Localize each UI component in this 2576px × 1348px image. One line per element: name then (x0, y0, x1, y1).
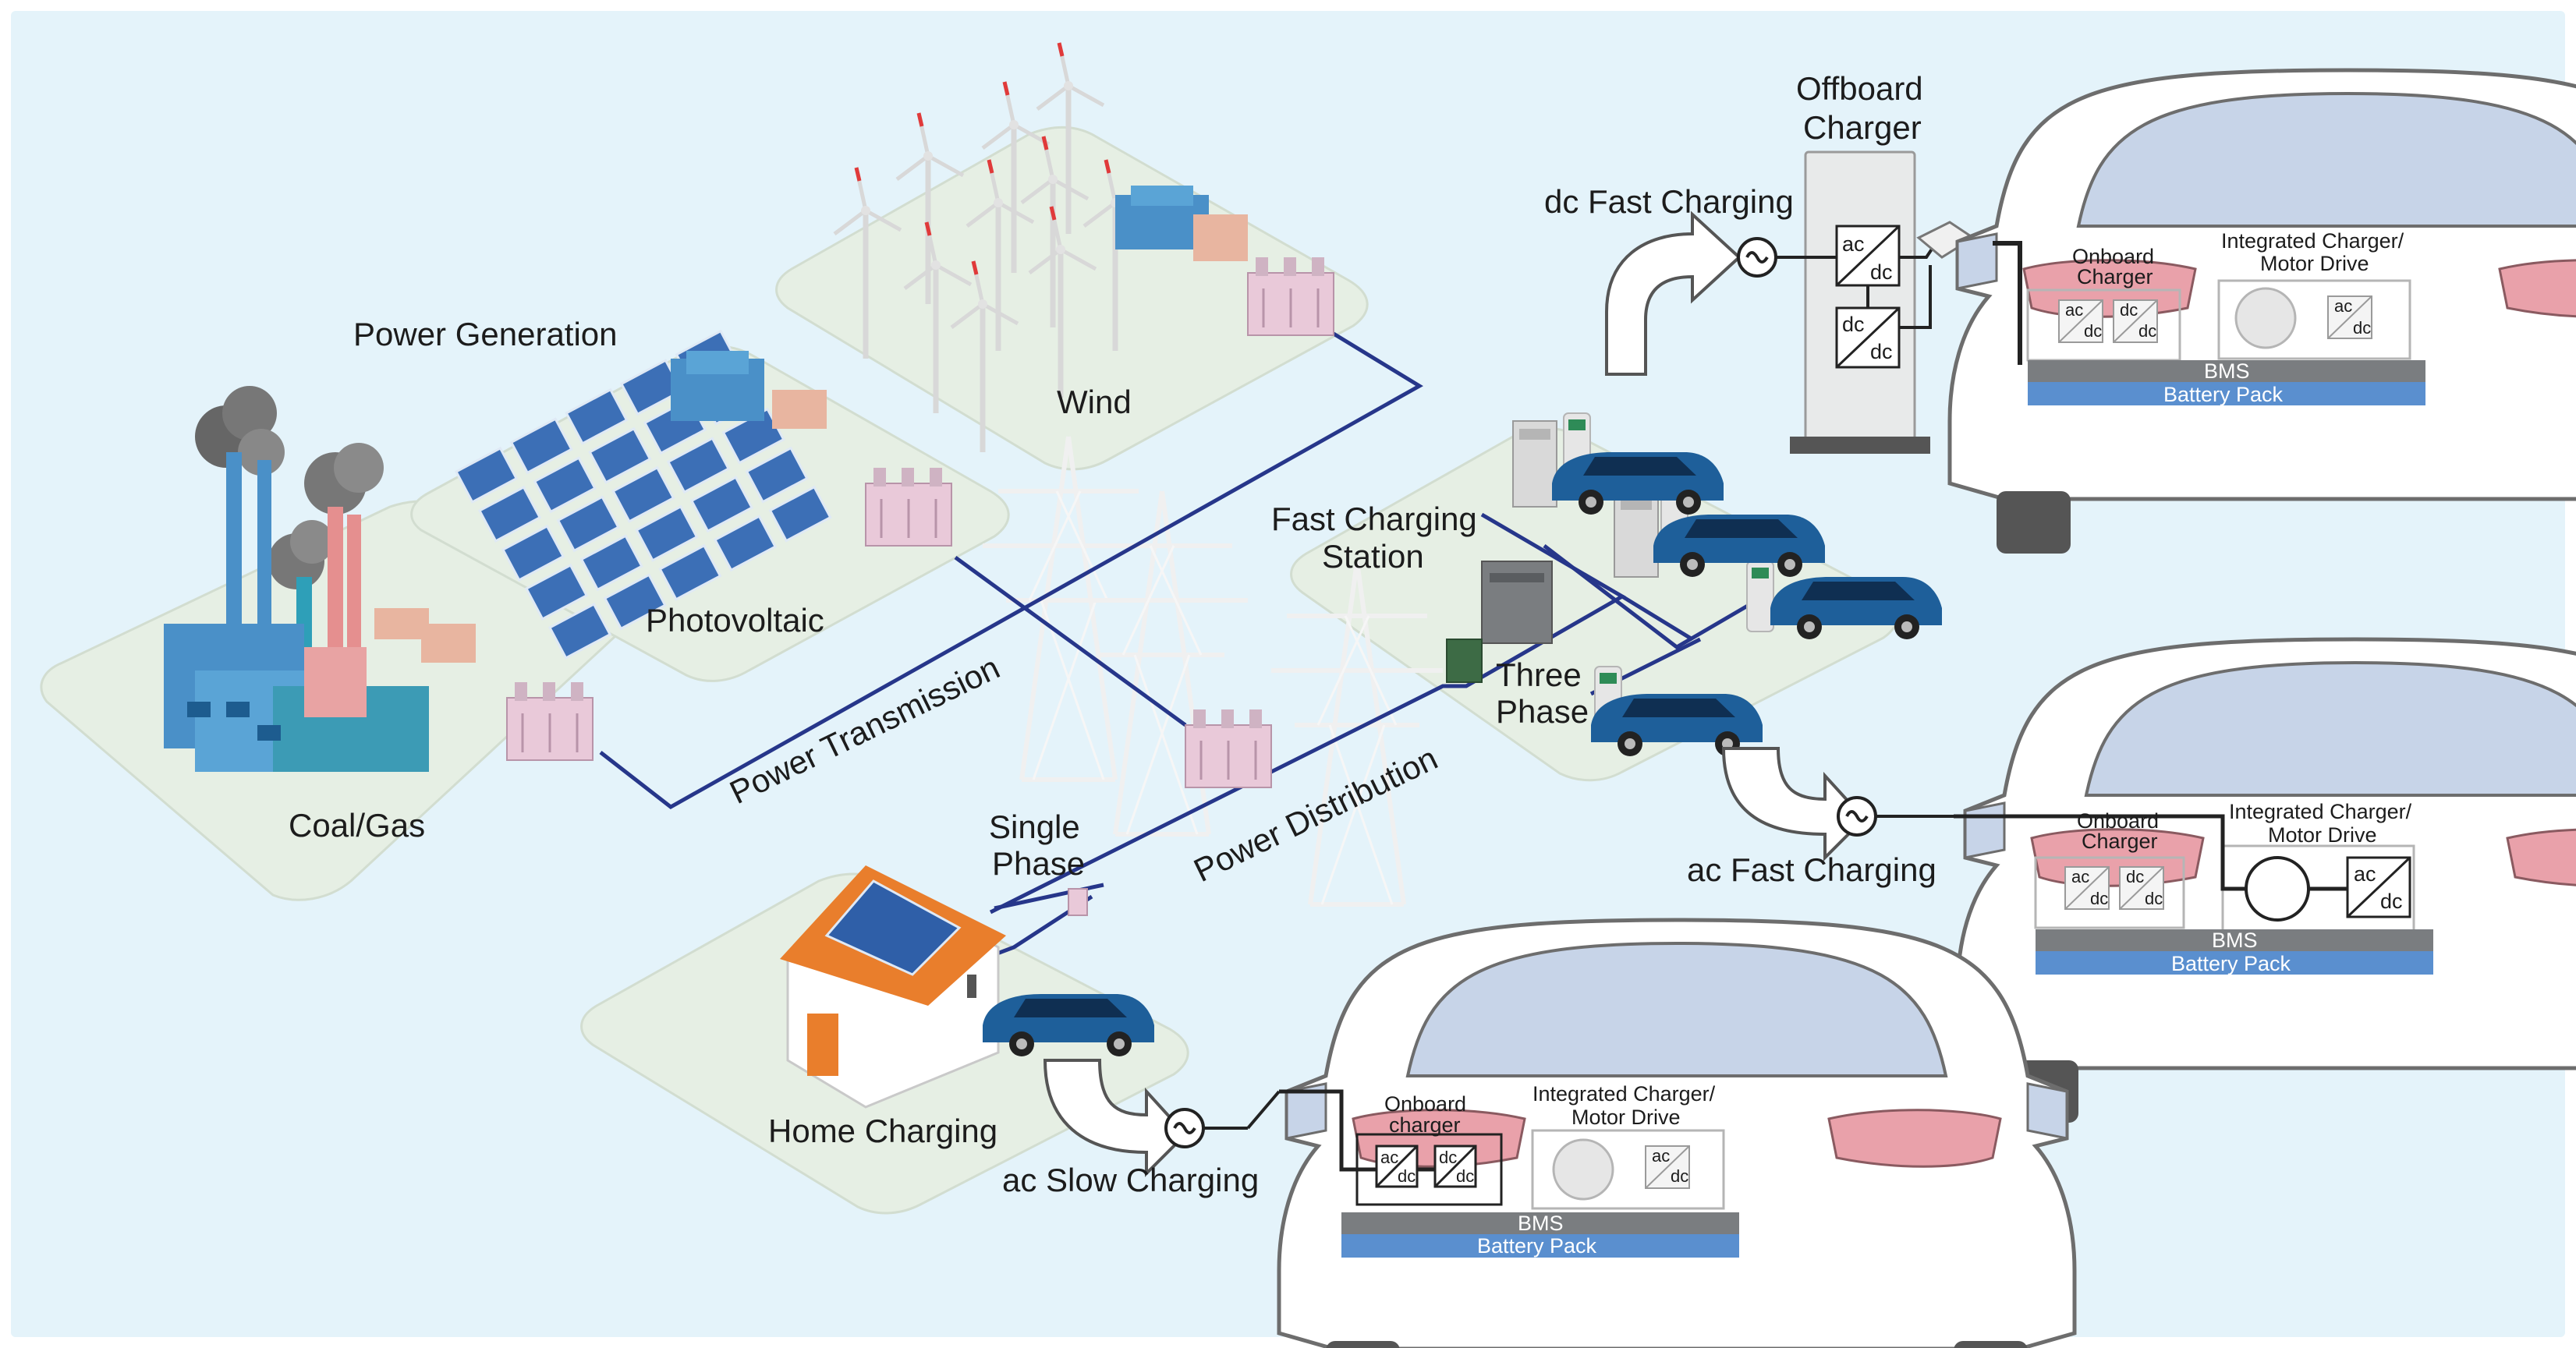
converter-ac-label: ac (1842, 232, 1865, 256)
converter-dc-label: dc (2138, 321, 2156, 341)
fast-charging-station-label-line1: Fast Charging (1271, 501, 1477, 537)
battery-pack-label: Battery Pack (1477, 1234, 1597, 1258)
converter-dc-label: dc (2145, 889, 2163, 908)
ac-fast-charging-label: ac Fast Charging (1687, 851, 1936, 888)
bms-label: BMS (1518, 1212, 1564, 1235)
car-middle-powertrain (1954, 814, 2433, 975)
converter-dc-label: dc (2084, 321, 2102, 341)
substation-wind (1246, 256, 1335, 337)
photovoltaic-label: Photovoltaic (646, 602, 824, 639)
car-bottom-labels: Onboard charger Integrated Charger/ Moto… (1384, 1082, 1716, 1258)
single-phase-label-line1: Single (989, 808, 1080, 845)
converter-dc-label: dc (1870, 340, 1893, 363)
converter-dc-label: dc (1456, 1166, 1474, 1186)
integrated-charger-label-line2: Motor Drive (2260, 252, 2369, 275)
integrated-charger-label-line1: Integrated Charger/ (2229, 800, 2412, 823)
onboard-charger-label-line2: Charger (2082, 830, 2158, 853)
offboard-charger-label-line2: Charger (1803, 109, 1922, 146)
home-charging-label: Home Charging (768, 1113, 997, 1149)
car-top-labels: Onboard Charger Integrated Charger/ Moto… (2072, 229, 2404, 406)
wind-buildings (1115, 186, 1248, 261)
offboard-ac-dc-converter: ac dc (1835, 225, 1901, 287)
converter-dc-label: dc (2380, 890, 2403, 913)
offboard-dc-dc-converter: dc dc (1835, 306, 1901, 369)
onboard-charger-label-line2: Charger (2077, 265, 2153, 288)
converter-ac-label: ac (1380, 1148, 1398, 1167)
offboard-charger-label-line1: Offboard (1796, 70, 1923, 107)
converter-dc-label: dc (1398, 1166, 1416, 1186)
coal-gas-plant (164, 386, 476, 772)
dc-fast-charging-label: dc Fast Charging (1544, 183, 1794, 220)
integrated-charger-label-line2: Motor Drive (2268, 823, 2377, 847)
onboard-charger-label-line1: Onboard (2072, 245, 2154, 268)
integrated-charger-label-line1: Integrated Charger/ (2221, 229, 2404, 253)
three-phase-label-line1: Three (1496, 656, 1582, 693)
car-bottom-powertrain (1279, 1089, 1739, 1258)
car-middle-converter-labels: ac dc dc dc ac dc (2071, 862, 2403, 913)
converter-ac-label: ac (2065, 300, 2083, 320)
battery-pack-label: Battery Pack (2163, 383, 2284, 406)
power-generation-label: Power Generation (353, 316, 618, 352)
onboard-charger-label-line2: charger (1389, 1113, 1461, 1137)
flow-arrows (1043, 211, 1866, 1177)
onboard-charger-label-line1: Onboard (1384, 1092, 1466, 1116)
car-top-powertrain (1993, 241, 2425, 405)
three-phase-label-line2: Phase (1496, 693, 1589, 730)
onboard-charger-label-line1: Onboard (2077, 809, 2159, 833)
wind-label: Wind (1057, 384, 1132, 420)
converter-dc-label: dc (2126, 867, 2144, 886)
substation-pv (864, 466, 953, 547)
converter-dc-label: dc (1439, 1148, 1457, 1167)
coal-gas-label: Coal/Gas (289, 807, 425, 844)
bms-label: BMS (2204, 359, 2250, 383)
converter-dc-label: dc (1870, 260, 1893, 284)
converter-ac-label: ac (1652, 1146, 1670, 1166)
converter-dc-label: dc (2120, 300, 2138, 320)
car-bottom-converter-labels: ac dc dc dc ac dc (1380, 1146, 1688, 1186)
pv-buildings (671, 351, 827, 429)
single-phase-label-line2: Phase (992, 845, 1085, 882)
converter-ac-label: ac (2354, 862, 2376, 886)
integrated-charger-label-line1: Integrated Charger/ (1532, 1082, 1716, 1106)
fast-charging-equipment (1446, 412, 1942, 756)
substation-distribution (1184, 708, 1273, 789)
wind-platform (775, 126, 1369, 471)
battery-pack-label: Battery Pack (2171, 952, 2291, 975)
converter-dc-label: dc (2090, 889, 2108, 908)
ac-slow-charging-label: ac Slow Charging (1002, 1162, 1259, 1198)
converter-ac-label: ac (2071, 867, 2089, 886)
substation-coal (505, 681, 594, 762)
converter-dc-label: dc (1671, 1166, 1688, 1186)
home-with-solar (780, 865, 1088, 1109)
converter-ac-label: ac (2334, 296, 2352, 316)
bms-label: BMS (2212, 929, 2258, 952)
ac-sources (1164, 237, 1954, 1148)
fast-charging-station-label-line2: Station (1322, 538, 1424, 575)
car-top-converter-labels: ac dc dc dc ac dc (2065, 296, 2371, 341)
converter-dc-label: dc (2353, 318, 2371, 338)
converter-dc-label: dc (1842, 313, 1865, 336)
car-middle-labels: Onboard Charger Integrated Charger/ Moto… (2077, 800, 2412, 975)
integrated-charger-label-line2: Motor Drive (1571, 1106, 1681, 1129)
